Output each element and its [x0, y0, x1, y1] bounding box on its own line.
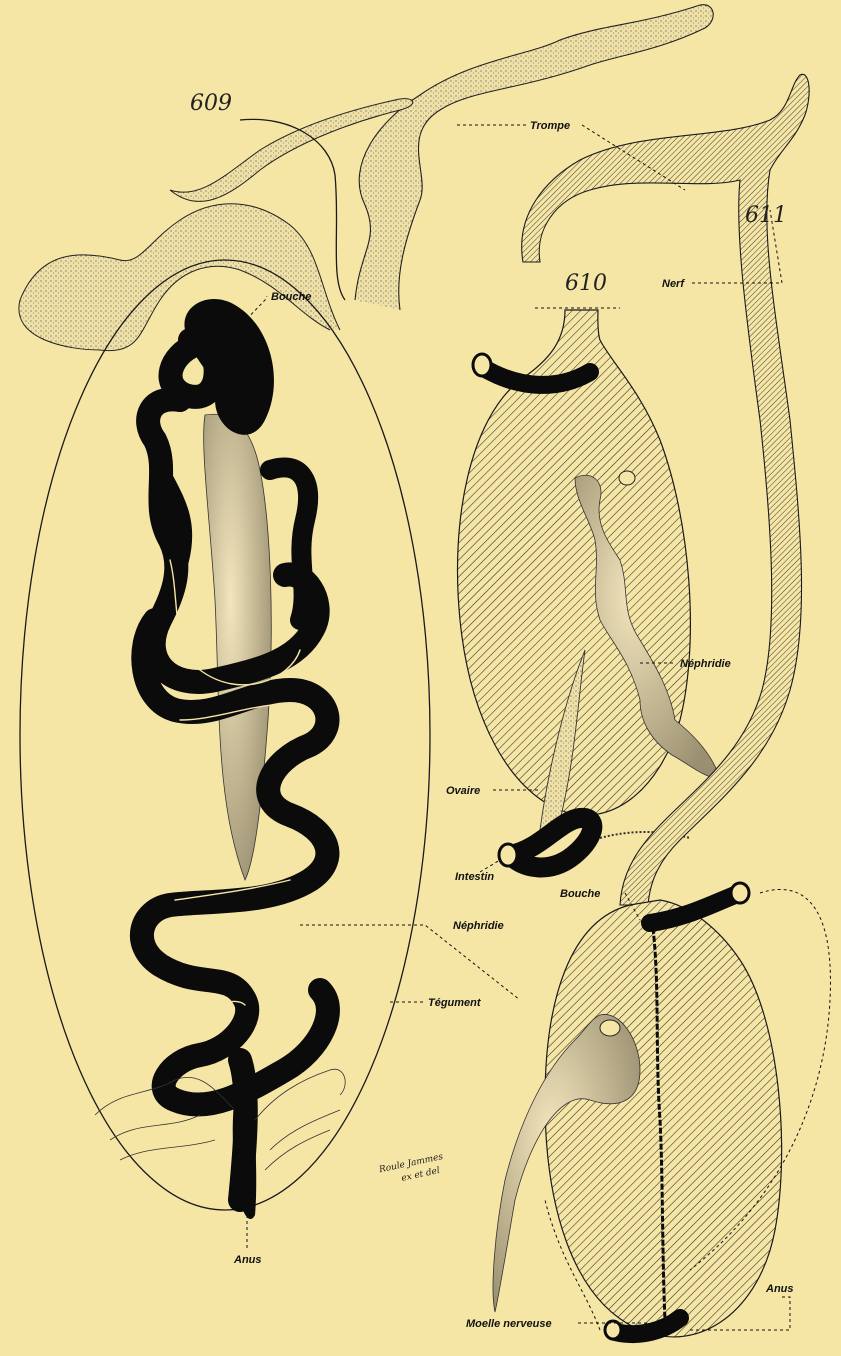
body-611	[545, 900, 782, 1337]
label-bouche-611: Bouche	[560, 888, 600, 900]
label-nephridie-609: Néphridie	[453, 920, 504, 932]
tufts-609	[95, 1069, 345, 1170]
label-nephridie-610: Néphridie	[680, 658, 731, 670]
label-anus-611: Anus	[765, 1283, 794, 1295]
label-tegument: Tégument	[428, 997, 482, 1009]
artist-signature: Roule Jammes ex et del	[377, 1152, 447, 1188]
intestine-610	[510, 818, 592, 868]
figure-number-609: 609	[190, 91, 232, 116]
label-ovaire: Ovaire	[446, 785, 480, 797]
figure-number-610: 610	[565, 271, 607, 296]
intestine-610-opening	[499, 844, 517, 866]
mouth-609	[184, 299, 274, 435]
nephridium-609	[204, 414, 272, 880]
label-trompe: Trompe	[530, 120, 570, 132]
proboscis-609-loop	[19, 204, 340, 351]
anus-611-opening	[605, 1321, 621, 1339]
label-moelle-nerveuse: Moelle nerveuse	[466, 1318, 552, 1330]
figure-number-611: 611	[745, 203, 787, 228]
label-bouche-609: Bouche	[271, 291, 311, 303]
mouth-611-opening	[731, 883, 749, 903]
nephrostome-611	[600, 1020, 620, 1036]
nephrostome-610	[619, 471, 635, 485]
figure-610	[458, 308, 721, 867]
label-anus-609: Anus	[233, 1254, 262, 1266]
label-intestin: Intestin	[455, 871, 494, 883]
label-nerf: Nerf	[662, 278, 685, 290]
oesophagus-610-opening	[473, 354, 491, 376]
